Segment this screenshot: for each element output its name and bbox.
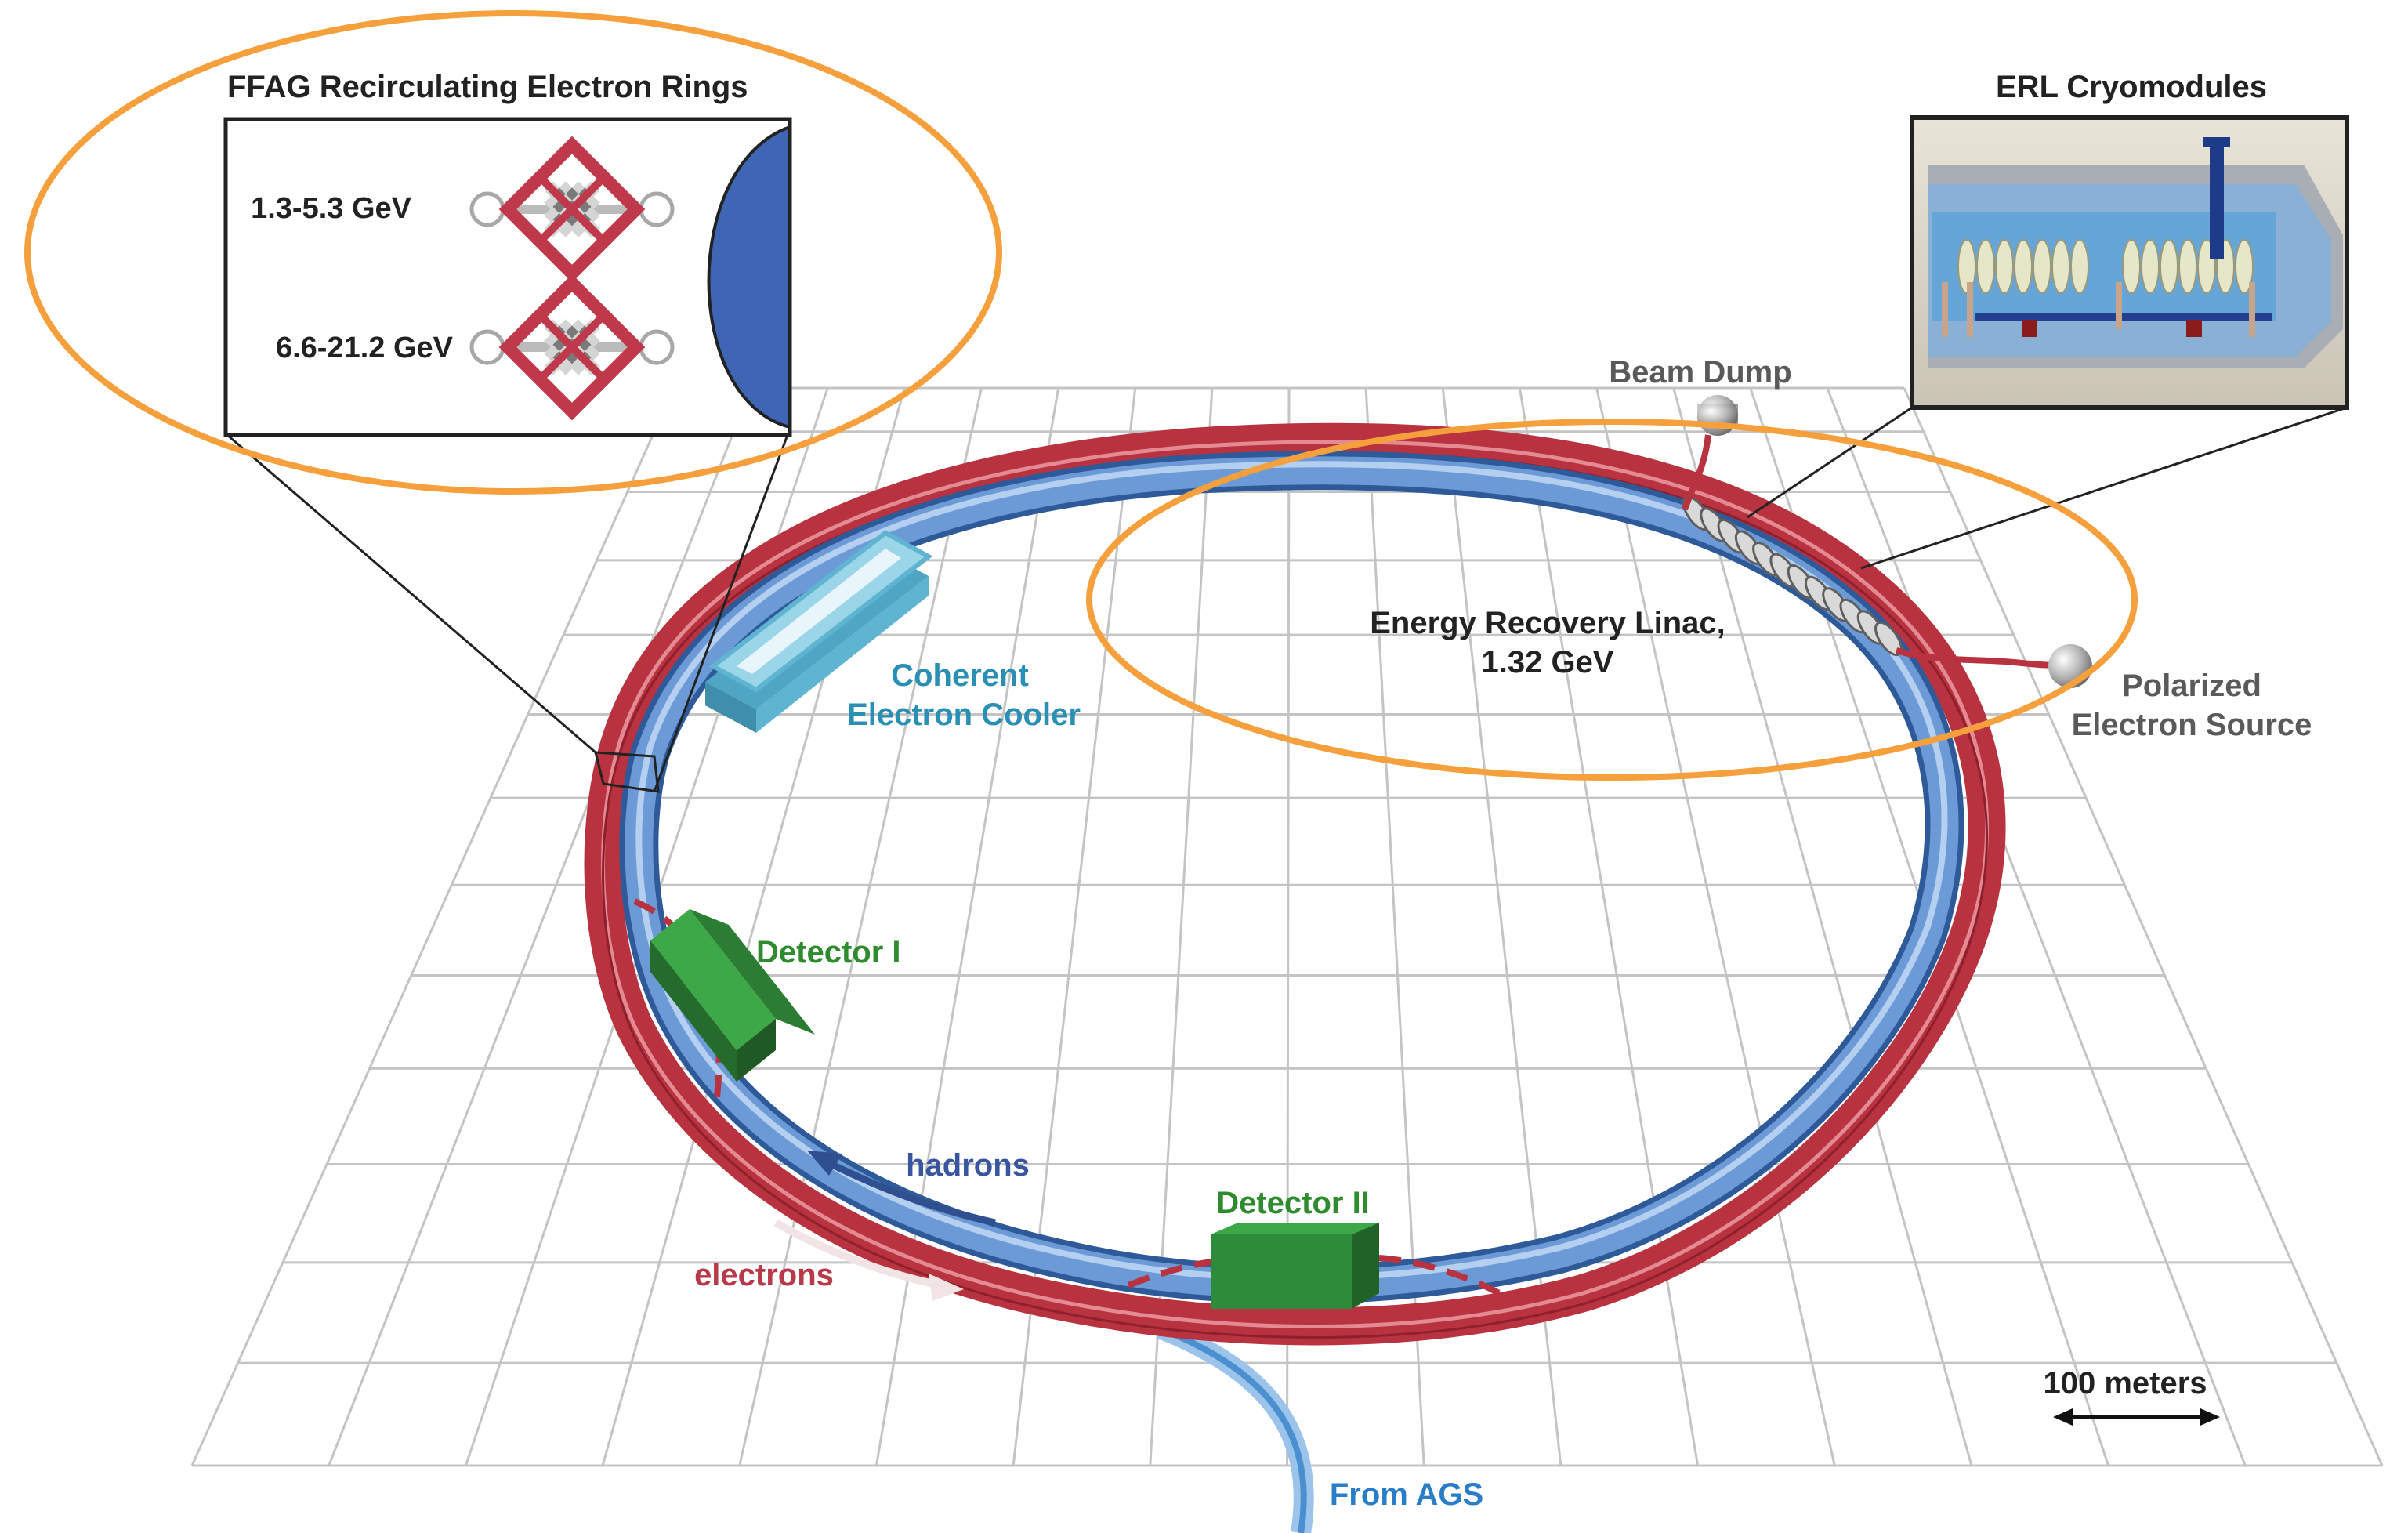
ffag-low-energy-label: 1.3-5.3 GeV — [251, 192, 412, 225]
cryo-cell — [2141, 239, 2160, 294]
floor-grid — [190, 386, 2384, 1467]
detector-2 — [1211, 1223, 1379, 1309]
grid-line — [1518, 387, 1700, 1466]
grid-line — [1903, 387, 2384, 1466]
grid-line — [738, 387, 983, 1466]
cooler-label-line2: Electron Cooler — [847, 698, 1081, 732]
grid-line — [1826, 387, 2247, 1466]
erl-cavities — [1682, 495, 1903, 657]
polarized-source-label-line1: Polarized — [2122, 669, 2261, 703]
erl-callout-ellipse — [1086, 419, 2138, 781]
from-ags-line — [1156, 1318, 1314, 1533]
erl-callout-lines — [1747, 406, 2348, 570]
electron-direction-arrow — [773, 1219, 964, 1301]
hadrons-label: hadrons — [906, 1148, 1030, 1183]
cryo-cell — [1995, 239, 2014, 294]
grid-line — [874, 387, 1060, 1466]
hadron-direction-arrow — [807, 1151, 996, 1227]
ffag-callout-lines — [226, 433, 789, 793]
grid-line — [1672, 387, 1973, 1466]
cooler-label-line1: Coherent — [891, 658, 1029, 693]
beam-dump-label: Beam Dump — [1609, 355, 1791, 390]
coherent-electron-cooler — [705, 530, 933, 733]
detector-1 — [650, 909, 815, 1082]
cryo-cell — [2051, 239, 2070, 294]
cryo-cell — [2235, 239, 2254, 294]
scale-bar — [2053, 1408, 2220, 1426]
ffag-inset — [223, 117, 792, 437]
cryo-cell — [2014, 239, 2033, 294]
polarized-source-label-line2: Electron Source — [2072, 708, 2312, 742]
detector-1-label: Detector I — [756, 935, 901, 969]
cryo-cell — [2070, 239, 2089, 294]
hadron-ring — [619, 451, 1964, 1304]
cryo-cell — [2160, 239, 2178, 294]
cryo-cell — [2122, 239, 2141, 294]
ffag-callout-ellipse — [24, 10, 1002, 495]
cryo-cell — [2033, 239, 2051, 294]
grid-line — [328, 387, 752, 1466]
cryo-cell — [2178, 239, 2197, 294]
electrons-label: electrons — [694, 1258, 834, 1292]
scale-label: 100 meters — [2043, 1366, 2207, 1401]
ffag-high-energy-label: 6.6-21.2 GeV — [276, 332, 454, 364]
from-ags-label: From AGS — [1330, 1477, 1483, 1512]
grid-line — [190, 387, 675, 1466]
grid-line — [1595, 387, 1836, 1466]
erl-cryomodules-title: ERL Cryomodules — [1996, 70, 2267, 104]
detector-2-label: Detector II — [1216, 1186, 1370, 1220]
erl-label-line2: 1.32 GeV — [1481, 645, 1613, 680]
cryo-cell — [1976, 239, 1995, 294]
erl-label-line1: Energy Recovery Linac, — [1370, 606, 1725, 640]
ffag-title: FFAG Recirculating Electron Rings — [227, 70, 748, 104]
erl-cryomodule-inset — [1910, 115, 2349, 410]
